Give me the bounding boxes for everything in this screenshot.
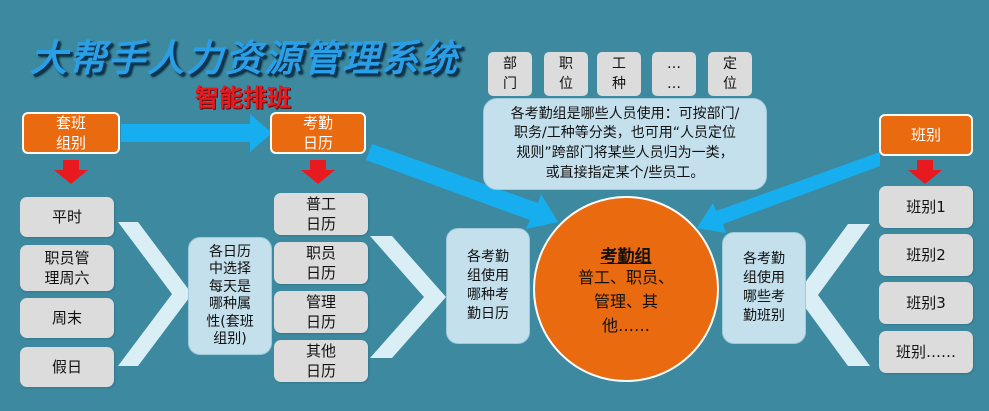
shift-group-item: 假日 (20, 347, 114, 387)
group-tag-department: 部 门 (488, 52, 532, 96)
page-title: 大帮手人力资源管理系统 (30, 37, 459, 80)
cyan-arrow-shifts-to-core (697, 152, 880, 233)
shift-group-box: 套班 组别 (22, 112, 120, 154)
shift-item: 班别…… (879, 331, 973, 373)
group-tag-location: 定 位 (708, 52, 752, 96)
page-subtitle: 智能排班 (195, 84, 291, 112)
shift-group-item: 职员管 理周六 (20, 245, 114, 291)
shift-group-item: 周末 (20, 298, 114, 338)
group-tag-more: … … (652, 52, 696, 96)
cyan-arrow-groups-to-calendar (121, 114, 272, 152)
calendar-item: 职员 日历 (274, 242, 368, 284)
calendar-selection-note: 各日历 中选择 每天是 哪种属 性(套班 组别) (188, 237, 272, 355)
uses-shifts-note: 各考勤 组使用 哪些考 勤班别 (722, 232, 806, 344)
shift-item: 班别3 (879, 282, 973, 324)
shift-item: 班别1 (879, 186, 973, 228)
calendar-item: 管理 日历 (274, 291, 368, 333)
calendar-item: 其他 日历 (274, 340, 368, 382)
chevron-arrow-right (796, 224, 870, 366)
grouping-rule-note: 各考勤组是哪些人员使用：可按部门/ 职务/工种等分类，也可用“人员定位 规则”跨… (483, 98, 767, 190)
shift-type-box: 班别 (879, 114, 973, 156)
chevron-arrow-middle (370, 236, 446, 358)
uses-calendar-note: 各考勤 组使用 哪种考 勤日历 (446, 228, 530, 344)
shift-item: 班别2 (879, 234, 973, 276)
shift-group-item: 平时 (20, 197, 114, 237)
attendance-calendar-box: 考勤 日历 (270, 112, 366, 154)
attendance-group-core: 考勤组 普工、职员、 管理、其 他…… (533, 196, 719, 382)
red-arrow-down-groups (54, 160, 88, 184)
core-members: 普工、职员、 管理、其 他…… (577, 268, 674, 335)
group-tag-position: 职 位 (544, 52, 588, 96)
red-arrow-down-shifts (908, 160, 942, 184)
chevron-arrow-left (118, 222, 192, 366)
red-arrow-down-calendar (301, 160, 335, 184)
calendar-item: 普工 日历 (274, 193, 368, 235)
group-tag-job-type: 工 种 (597, 52, 641, 96)
core-title: 考勤组 (600, 247, 652, 267)
cyan-arrow-calendar-to-core (366, 144, 558, 229)
